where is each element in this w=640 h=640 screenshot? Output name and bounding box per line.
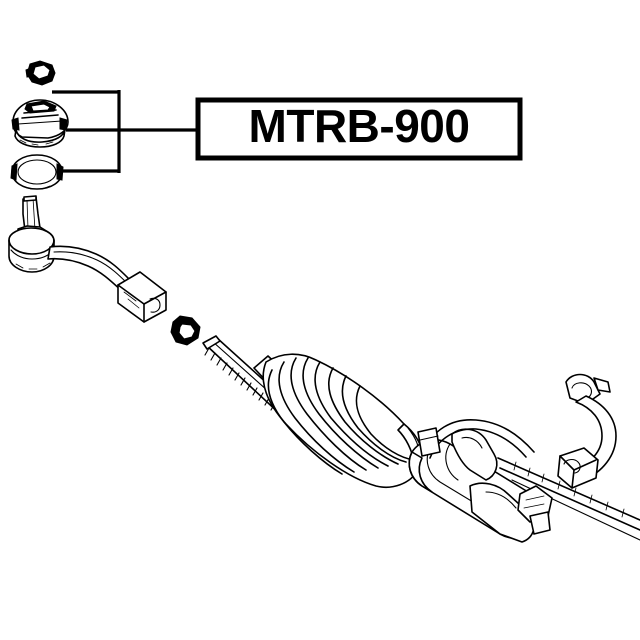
- hydraulic-connector-nipple: [529, 511, 551, 535]
- tie-rod-arm-inner-edge: [53, 251, 132, 288]
- tie-rod-housing-hatch: [15, 262, 51, 270]
- seal-ring-inner: [17, 159, 57, 185]
- bracket-upper-hole: [571, 382, 592, 399]
- label-part-number: MTRB-900: [249, 100, 470, 152]
- part-jam-nut: [170, 315, 201, 346]
- rack-left-end-cap: [408, 451, 433, 493]
- castle-nut-shadow: [25, 67, 33, 78]
- hydraulic-tube-upper-inner: [429, 428, 527, 459]
- rack-lower-line: [485, 491, 517, 509]
- bracket-upper-tab: [593, 377, 611, 393]
- bracket-lower-hole: [563, 459, 581, 474]
- part-tie-rod-end: [8, 195, 167, 323]
- tie-rod-stud-tip: [23, 195, 37, 202]
- hydraulic-tube-hatch: [513, 461, 625, 518]
- seal-ring-left-shadow: [10, 163, 18, 181]
- dust-boot-top-bore: [30, 103, 51, 112]
- bracket-lower-vert-edge: [571, 469, 575, 489]
- hydraulic-fitting-line: [419, 435, 439, 441]
- dust-boot-rib-line-3: [17, 120, 63, 125]
- bellows-convolutions: [267, 357, 415, 475]
- dust-boot-right-shadow: [59, 117, 68, 131]
- part-bellows-boot: [253, 353, 461, 488]
- dust-boot-rib-line-1: [23, 109, 57, 114]
- inner-rod-left-cap: [202, 335, 221, 350]
- label-box-border: [195, 97, 523, 161]
- part-castle-nut: [25, 60, 56, 86]
- hydraulic-tube-right-1: [497, 457, 640, 521]
- part-hydraulic-lines: [417, 419, 640, 541]
- castle-nut-bore: [32, 64, 51, 80]
- hydraulic-tube-right-2: [499, 467, 640, 531]
- jam-nut-bore: [178, 323, 196, 340]
- seal-ring-right-shadow: [56, 163, 64, 181]
- part-mount-bracket: [557, 373, 617, 489]
- callout-leader-lines: [52, 90, 200, 173]
- rack-cylinder-seam-2: [445, 443, 459, 481]
- part-seal-ring: [10, 154, 64, 190]
- hydraulic-connector-ribs: [523, 495, 545, 509]
- tie-rod-stud-thread-hint: [26, 197, 36, 231]
- rack-pinion-top-line: [461, 436, 483, 449]
- dust-boot-rib-line-2: [21, 114, 59, 119]
- rack-pinion-housing: [451, 428, 498, 481]
- dust-boot-left-shadow: [11, 117, 20, 131]
- part-number-label: MTRB-900: [195, 97, 523, 161]
- jam-nut-facets: [174, 320, 199, 344]
- dust-boot-flange-hatch: [19, 139, 54, 146]
- tie-rod-socket-block: [117, 271, 167, 323]
- castle-nut-facets: [29, 67, 54, 84]
- inner-rod-threads: [204, 347, 276, 411]
- tie-rod-socket-bore: [149, 297, 161, 313]
- part-rack-housing: [408, 428, 542, 543]
- seal-ring-bottom-hatch: [23, 185, 51, 190]
- tie-rod-socket-hatch: [123, 291, 140, 309]
- part-dust-boot: [11, 99, 69, 148]
- hydraulic-fitting-block: [417, 427, 441, 457]
